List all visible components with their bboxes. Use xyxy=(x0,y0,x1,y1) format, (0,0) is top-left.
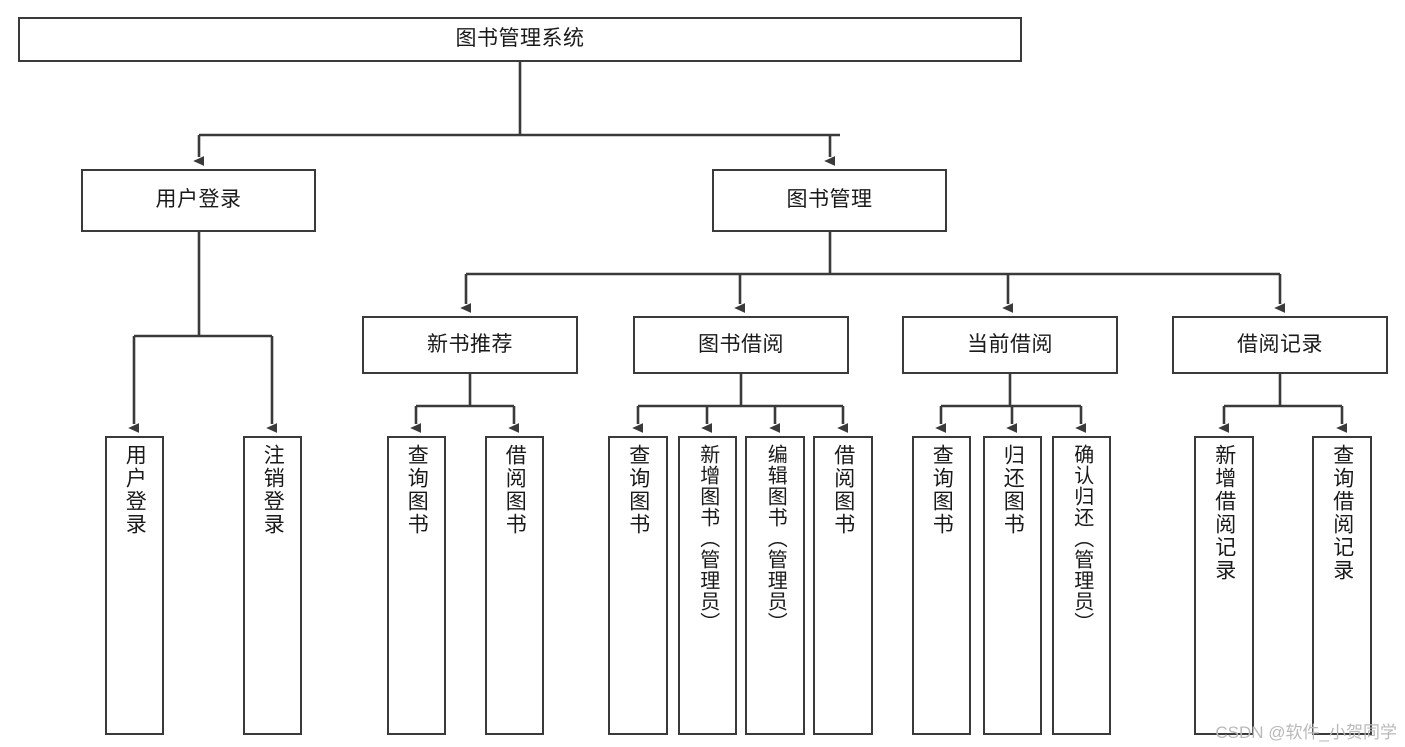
node-label: 查询图书 xyxy=(405,444,429,536)
node-leaf-borrow-book[interactable]: 借阅图书 xyxy=(813,436,873,735)
node-leaf-query-book-borrow[interactable]: 查询图书 xyxy=(608,436,668,735)
edge-group-current-borrow xyxy=(935,374,1087,433)
node-new-book-recommend[interactable]: 新书推荐 xyxy=(362,316,578,374)
node-leaf-confirm-return-admin[interactable]: 确认归还（管理员） xyxy=(1052,436,1111,735)
node-borrow-record[interactable]: 借阅记录 xyxy=(1172,316,1388,374)
node-leaf-borrow-book-recommend[interactable]: 借阅图书 xyxy=(485,436,544,735)
node-leaf-logout[interactable]: 注销登录 xyxy=(243,436,302,735)
node-label: 新书推荐 xyxy=(427,332,513,356)
node-book-borrow[interactable]: 图书借阅 xyxy=(633,316,849,374)
node-label: 图书借阅 xyxy=(698,332,784,356)
node-leaf-add-borrow-record[interactable]: 新增借阅记录 xyxy=(1194,436,1254,735)
node-label: 注销登录 xyxy=(261,444,285,536)
edge-group-user-login xyxy=(128,232,278,433)
node-current-borrow[interactable]: 当前借阅 xyxy=(902,316,1118,374)
node-leaf-user-login[interactable]: 用户登录 xyxy=(105,436,164,735)
node-leaf-return-book[interactable]: 归还图书 xyxy=(983,436,1042,735)
node-label: 查询图书 xyxy=(626,444,650,536)
node-label: 编辑图书（管理员） xyxy=(764,444,787,633)
node-label: 归还图书 xyxy=(1001,444,1025,536)
node-label: 用户登录 xyxy=(123,444,147,536)
node-label: 用户登录 xyxy=(155,188,242,212)
node-label: 查询借阅记录 xyxy=(1330,444,1354,582)
edge-group-root xyxy=(193,62,840,166)
edge-group-new-book-rec xyxy=(410,374,520,433)
node-label: 当前借阅 xyxy=(967,332,1053,356)
node-label: 新增图书（管理员） xyxy=(696,444,719,633)
node-label: 查询图书 xyxy=(930,444,954,536)
edge-group-borrow-record xyxy=(1218,374,1348,433)
node-user-login[interactable]: 用户登录 xyxy=(81,169,316,232)
node-label: 图书管理系统 xyxy=(455,27,585,51)
node-leaf-query-book-recommend[interactable]: 查询图书 xyxy=(387,436,446,735)
node-root-system[interactable]: 图书管理系统 xyxy=(18,17,1022,62)
edge-group-book-borrow xyxy=(632,374,849,433)
node-label: 借阅记录 xyxy=(1237,332,1323,356)
node-label: 借阅图书 xyxy=(831,444,855,536)
node-label: 借阅图书 xyxy=(503,444,527,536)
node-leaf-query-book-current[interactable]: 查询图书 xyxy=(912,436,971,735)
node-leaf-query-borrow-record[interactable]: 查询借阅记录 xyxy=(1312,436,1372,735)
node-leaf-add-book-admin[interactable]: 新增图书（管理员） xyxy=(678,436,737,735)
node-leaf-edit-book-admin[interactable]: 编辑图书（管理员） xyxy=(745,436,805,735)
node-label: 确认归还（管理员） xyxy=(1070,444,1093,633)
node-book-manage[interactable]: 图书管理 xyxy=(712,169,947,232)
node-label: 新增借阅记录 xyxy=(1212,444,1236,582)
node-label: 图书管理 xyxy=(786,188,873,212)
edge-group-book-manage xyxy=(460,232,1286,313)
